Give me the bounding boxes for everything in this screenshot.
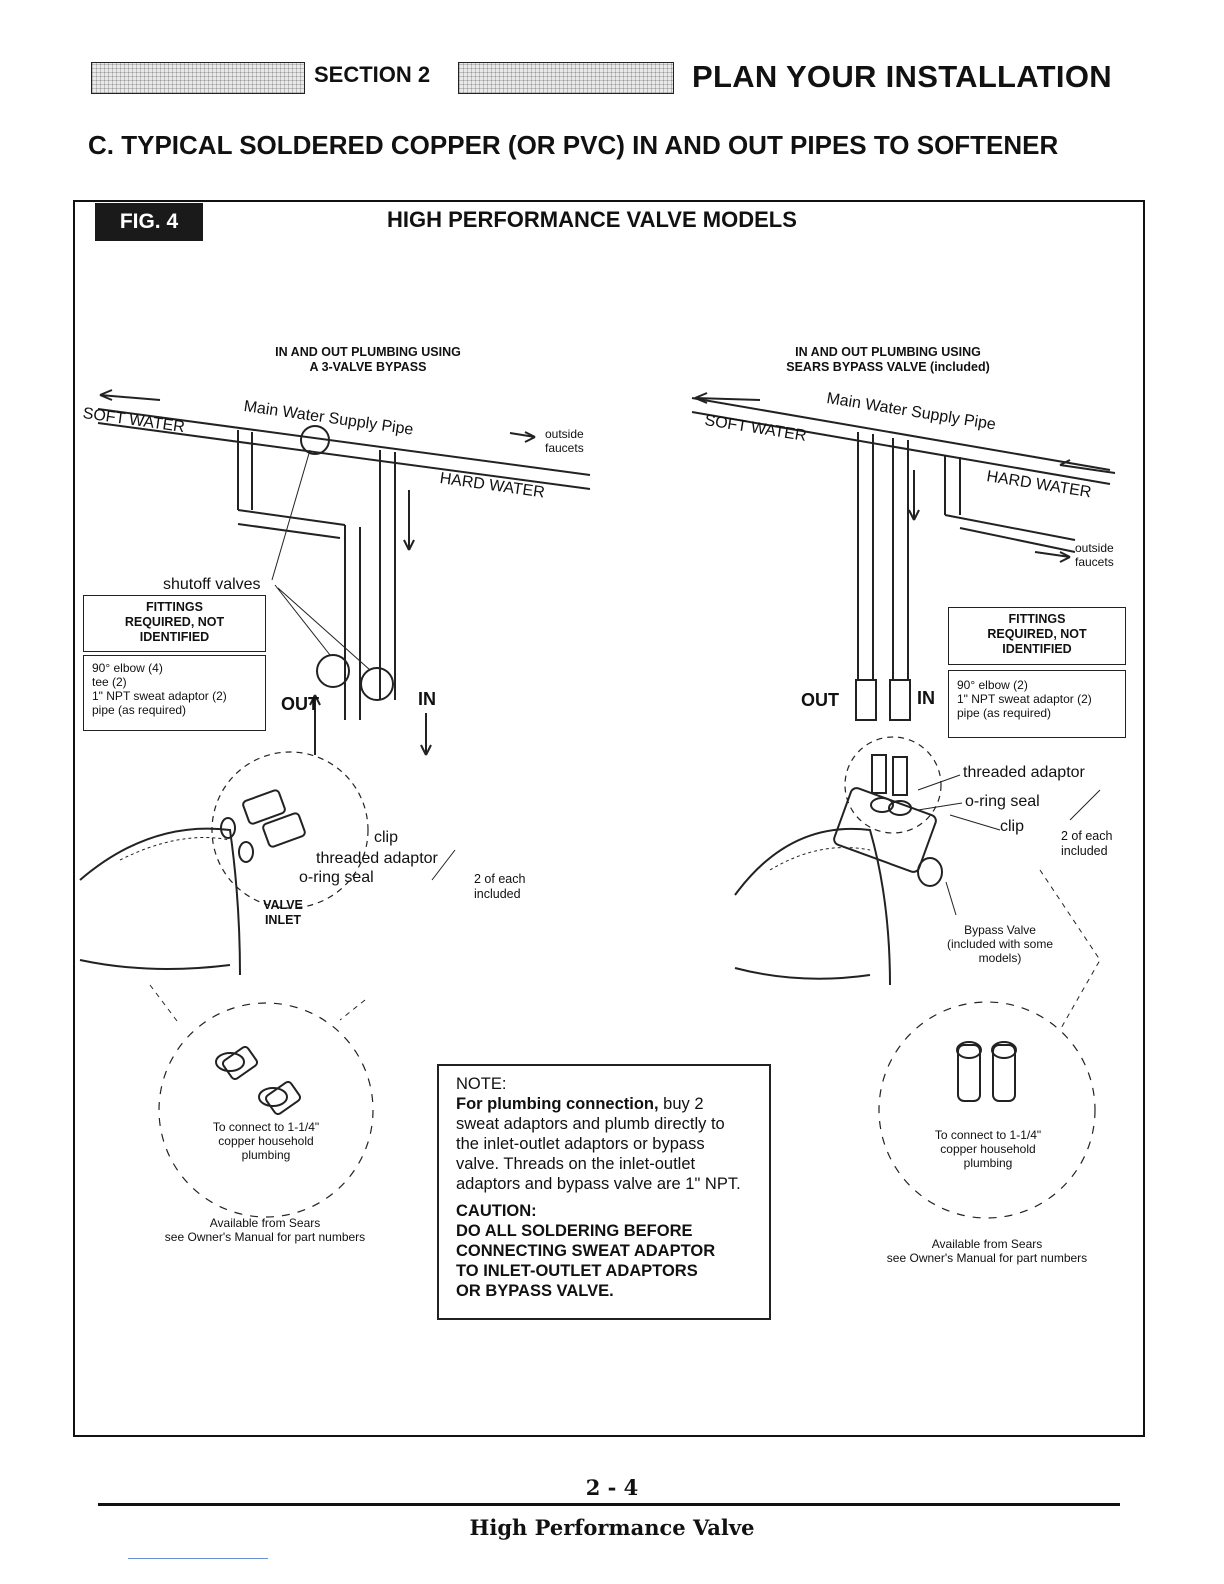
left-qty-line1: 2 of each bbox=[474, 872, 526, 886]
left-qty-line2: included bbox=[474, 887, 521, 901]
right-fittings-header-box: FITTINGS REQUIRED, NOT IDENTIFIED bbox=[948, 607, 1126, 665]
valve-inlet-line2: INLET bbox=[264, 913, 302, 927]
right-outside-faucets: outside faucets bbox=[1075, 541, 1114, 569]
note-line: valve. Threads on the inlet-outlet bbox=[456, 1155, 696, 1173]
right-qty-line2: included bbox=[1061, 844, 1108, 858]
left-outside-line1: outside bbox=[545, 427, 584, 441]
header-hatch-right bbox=[458, 62, 674, 94]
left-outside-faucets: outside faucets bbox=[545, 427, 584, 455]
header-hatch-left bbox=[91, 62, 305, 94]
right-caption-line2: SEARS BYPASS VALVE (included) bbox=[786, 360, 990, 374]
right-out-label: OUT bbox=[801, 690, 839, 710]
right-connect-note: To connect to 1-1/4" copper household pl… bbox=[908, 1128, 1068, 1170]
note-box: NOTE: For plumbing connection, buy 2 swe… bbox=[437, 1064, 771, 1320]
main-heading: C. TYPICAL SOLDERED COPPER (OR PVC) IN A… bbox=[88, 130, 1059, 160]
left-fittings-head-1: FITTINGS bbox=[146, 600, 203, 614]
right-available-line2: see Owner's Manual for part numbers bbox=[886, 1251, 1088, 1265]
left-caption-line2: A 3-VALVE BYPASS bbox=[309, 360, 427, 374]
left-oring-seal-label: o-ring seal bbox=[299, 869, 374, 886]
right-threaded-adaptor-label: threaded adaptor bbox=[963, 764, 1085, 781]
right-connect-line1: To connect to 1-1/4" bbox=[934, 1128, 1042, 1142]
right-oring-seal-label: o-ring seal bbox=[965, 793, 1040, 810]
left-connect-line3: plumbing bbox=[241, 1148, 291, 1162]
left-available-line1: Available from Sears bbox=[209, 1216, 321, 1230]
shutoff-valves-label: shutoff valves bbox=[163, 576, 261, 593]
right-in-label: IN bbox=[917, 688, 935, 708]
page-title: PLAN YOUR INSTALLATION bbox=[692, 59, 1112, 94]
left-in-label: IN bbox=[418, 689, 436, 709]
note-line: the inlet-outlet adaptors or bypass bbox=[456, 1135, 705, 1153]
right-connect-line2: copper household bbox=[940, 1142, 1036, 1156]
right-fitting-item: 90° elbow (2) bbox=[957, 678, 1028, 692]
figure-badge: FIG. 4 bbox=[95, 203, 203, 241]
section-label: SECTION 2 bbox=[314, 62, 431, 87]
left-fittings-head-2: REQUIRED, NOT bbox=[124, 615, 225, 629]
left-available-line2: see Owner's Manual for part numbers bbox=[164, 1230, 366, 1244]
note-body: For plumbing connection, buy 2 sweat ada… bbox=[456, 1094, 753, 1194]
bypass-line1: Bypass Valve bbox=[964, 923, 1036, 937]
caution-label: CAUTION: bbox=[456, 1202, 537, 1220]
right-caption: IN AND OUT PLUMBING USING SEARS BYPASS V… bbox=[748, 345, 1028, 375]
caution-line: DO ALL SOLDERING BEFORE bbox=[456, 1222, 693, 1240]
valve-inlet-line1: VALVE bbox=[263, 898, 303, 912]
left-caption-line1: IN AND OUT PLUMBING USING bbox=[275, 345, 461, 359]
left-outside-line2: faucets bbox=[545, 441, 584, 455]
note-line: sweat adaptors and plumb directly to bbox=[456, 1115, 725, 1133]
left-connect-line2: copper household bbox=[218, 1134, 314, 1148]
figure-frame bbox=[73, 200, 1145, 1437]
right-clip-label: clip bbox=[1000, 818, 1025, 835]
right-fitting-item: pipe (as required) bbox=[957, 706, 1052, 720]
left-fitting-item: tee (2) bbox=[92, 675, 127, 689]
left-fitting-item: 1" NPT sweat adaptor (2) bbox=[92, 689, 227, 703]
right-outside-line1: outside bbox=[1075, 541, 1114, 555]
note-label: NOTE: bbox=[456, 1075, 507, 1093]
left-fittings-header-box: FITTINGS REQUIRED, NOT IDENTIFIED bbox=[83, 595, 266, 652]
right-fittings-head-3: IDENTIFIED bbox=[1002, 642, 1072, 656]
caution-line: OR BYPASS VALVE. bbox=[456, 1282, 614, 1300]
left-fittings-head-3: IDENTIFIED bbox=[139, 630, 210, 644]
left-caption: IN AND OUT PLUMBING USING A 3-VALVE BYPA… bbox=[228, 345, 508, 375]
footer-title: High Performance Valve bbox=[469, 1515, 755, 1540]
left-connect-line1: To connect to 1-1/4" bbox=[212, 1120, 320, 1134]
right-qty-note: 2 of each included bbox=[1061, 829, 1112, 859]
footer-link-underline bbox=[128, 1558, 268, 1559]
right-fittings-head-1: FITTINGS bbox=[1008, 612, 1066, 626]
figure-title: HIGH PERFORMANCE VALVE MODELS bbox=[387, 207, 797, 232]
left-fittings-list-box: 90° elbow (4) tee (2) 1" NPT sweat adapt… bbox=[83, 655, 266, 731]
left-available-note: Available from Sears see Owner's Manual … bbox=[130, 1216, 400, 1244]
right-fitting-item: 1" NPT sweat adaptor (2) bbox=[957, 692, 1092, 706]
left-connect-note: To connect to 1-1/4" copper household pl… bbox=[186, 1120, 346, 1162]
right-available-line1: Available from Sears bbox=[931, 1237, 1043, 1251]
right-available-note: Available from Sears see Owner's Manual … bbox=[852, 1237, 1122, 1265]
left-fitting-item: 90° elbow (4) bbox=[92, 661, 163, 675]
right-fittings-head-2: REQUIRED, NOT bbox=[987, 627, 1087, 641]
right-connect-line3: plumbing bbox=[963, 1156, 1013, 1170]
caution-line: CONNECTING SWEAT ADAPTOR bbox=[456, 1242, 716, 1260]
footer-rule bbox=[98, 1503, 1120, 1506]
left-threaded-adaptor-label: threaded adaptor bbox=[316, 850, 438, 867]
note-line: adaptors and bypass valve are 1" NPT. bbox=[456, 1175, 741, 1193]
left-out-label: OUT bbox=[281, 694, 319, 714]
note-bold-lead: For plumbing connection, bbox=[456, 1095, 659, 1113]
right-outside-line2: faucets bbox=[1075, 555, 1114, 569]
left-clip-label: clip bbox=[374, 829, 399, 846]
right-caption-line1: IN AND OUT PLUMBING USING bbox=[795, 345, 981, 359]
note-line: buy 2 bbox=[658, 1095, 704, 1113]
caution-line: TO INLET-OUTLET ADAPTORS bbox=[456, 1262, 698, 1280]
bypass-line2: (included with some bbox=[946, 937, 1054, 951]
left-fitting-item: pipe (as required) bbox=[92, 703, 187, 717]
left-qty-note: 2 of each included bbox=[474, 872, 525, 902]
right-fittings-list-box: 90° elbow (2) 1" NPT sweat adaptor (2) p… bbox=[948, 670, 1126, 738]
right-qty-line1: 2 of each bbox=[1061, 829, 1113, 843]
valve-inlet-label: VALVE INLET bbox=[253, 898, 313, 928]
page-number: 2 - 4 bbox=[585, 1475, 639, 1500]
bypass-valve-note: Bypass Valve (included with some models) bbox=[930, 923, 1070, 965]
bypass-line3: models) bbox=[978, 951, 1022, 965]
